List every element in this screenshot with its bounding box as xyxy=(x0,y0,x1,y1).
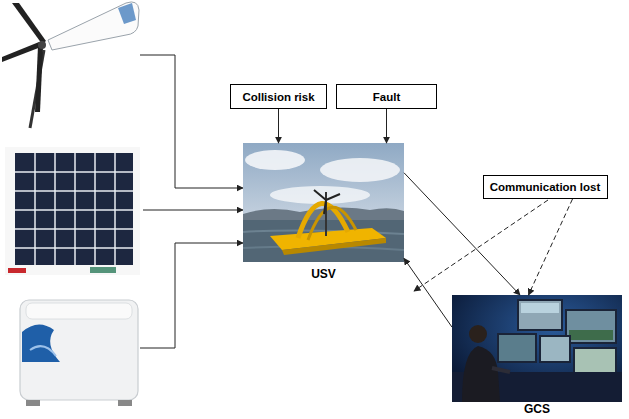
gcs-node: GCS xyxy=(452,295,622,402)
event-box: Communication lost xyxy=(483,175,608,199)
box-label: Communication lost xyxy=(490,180,601,194)
fault-box: Fault xyxy=(336,84,437,109)
dashed-connector xyxy=(529,199,573,295)
arrow-connector xyxy=(404,258,452,327)
wind-turbine xyxy=(2,2,139,128)
solar-panel xyxy=(5,147,140,275)
image-caption: GCS xyxy=(452,403,622,416)
usv-node: USV xyxy=(243,143,404,262)
risk-box: Collision risk xyxy=(230,84,327,109)
arrow-connector xyxy=(386,109,387,143)
generator xyxy=(20,300,138,406)
gcs-photo xyxy=(452,295,622,402)
arrow-connector xyxy=(278,109,279,143)
box-label: Fault xyxy=(373,90,400,104)
box-label: Collision risk xyxy=(242,90,314,104)
usv-photo xyxy=(243,143,404,262)
image-caption: USV xyxy=(243,268,404,281)
